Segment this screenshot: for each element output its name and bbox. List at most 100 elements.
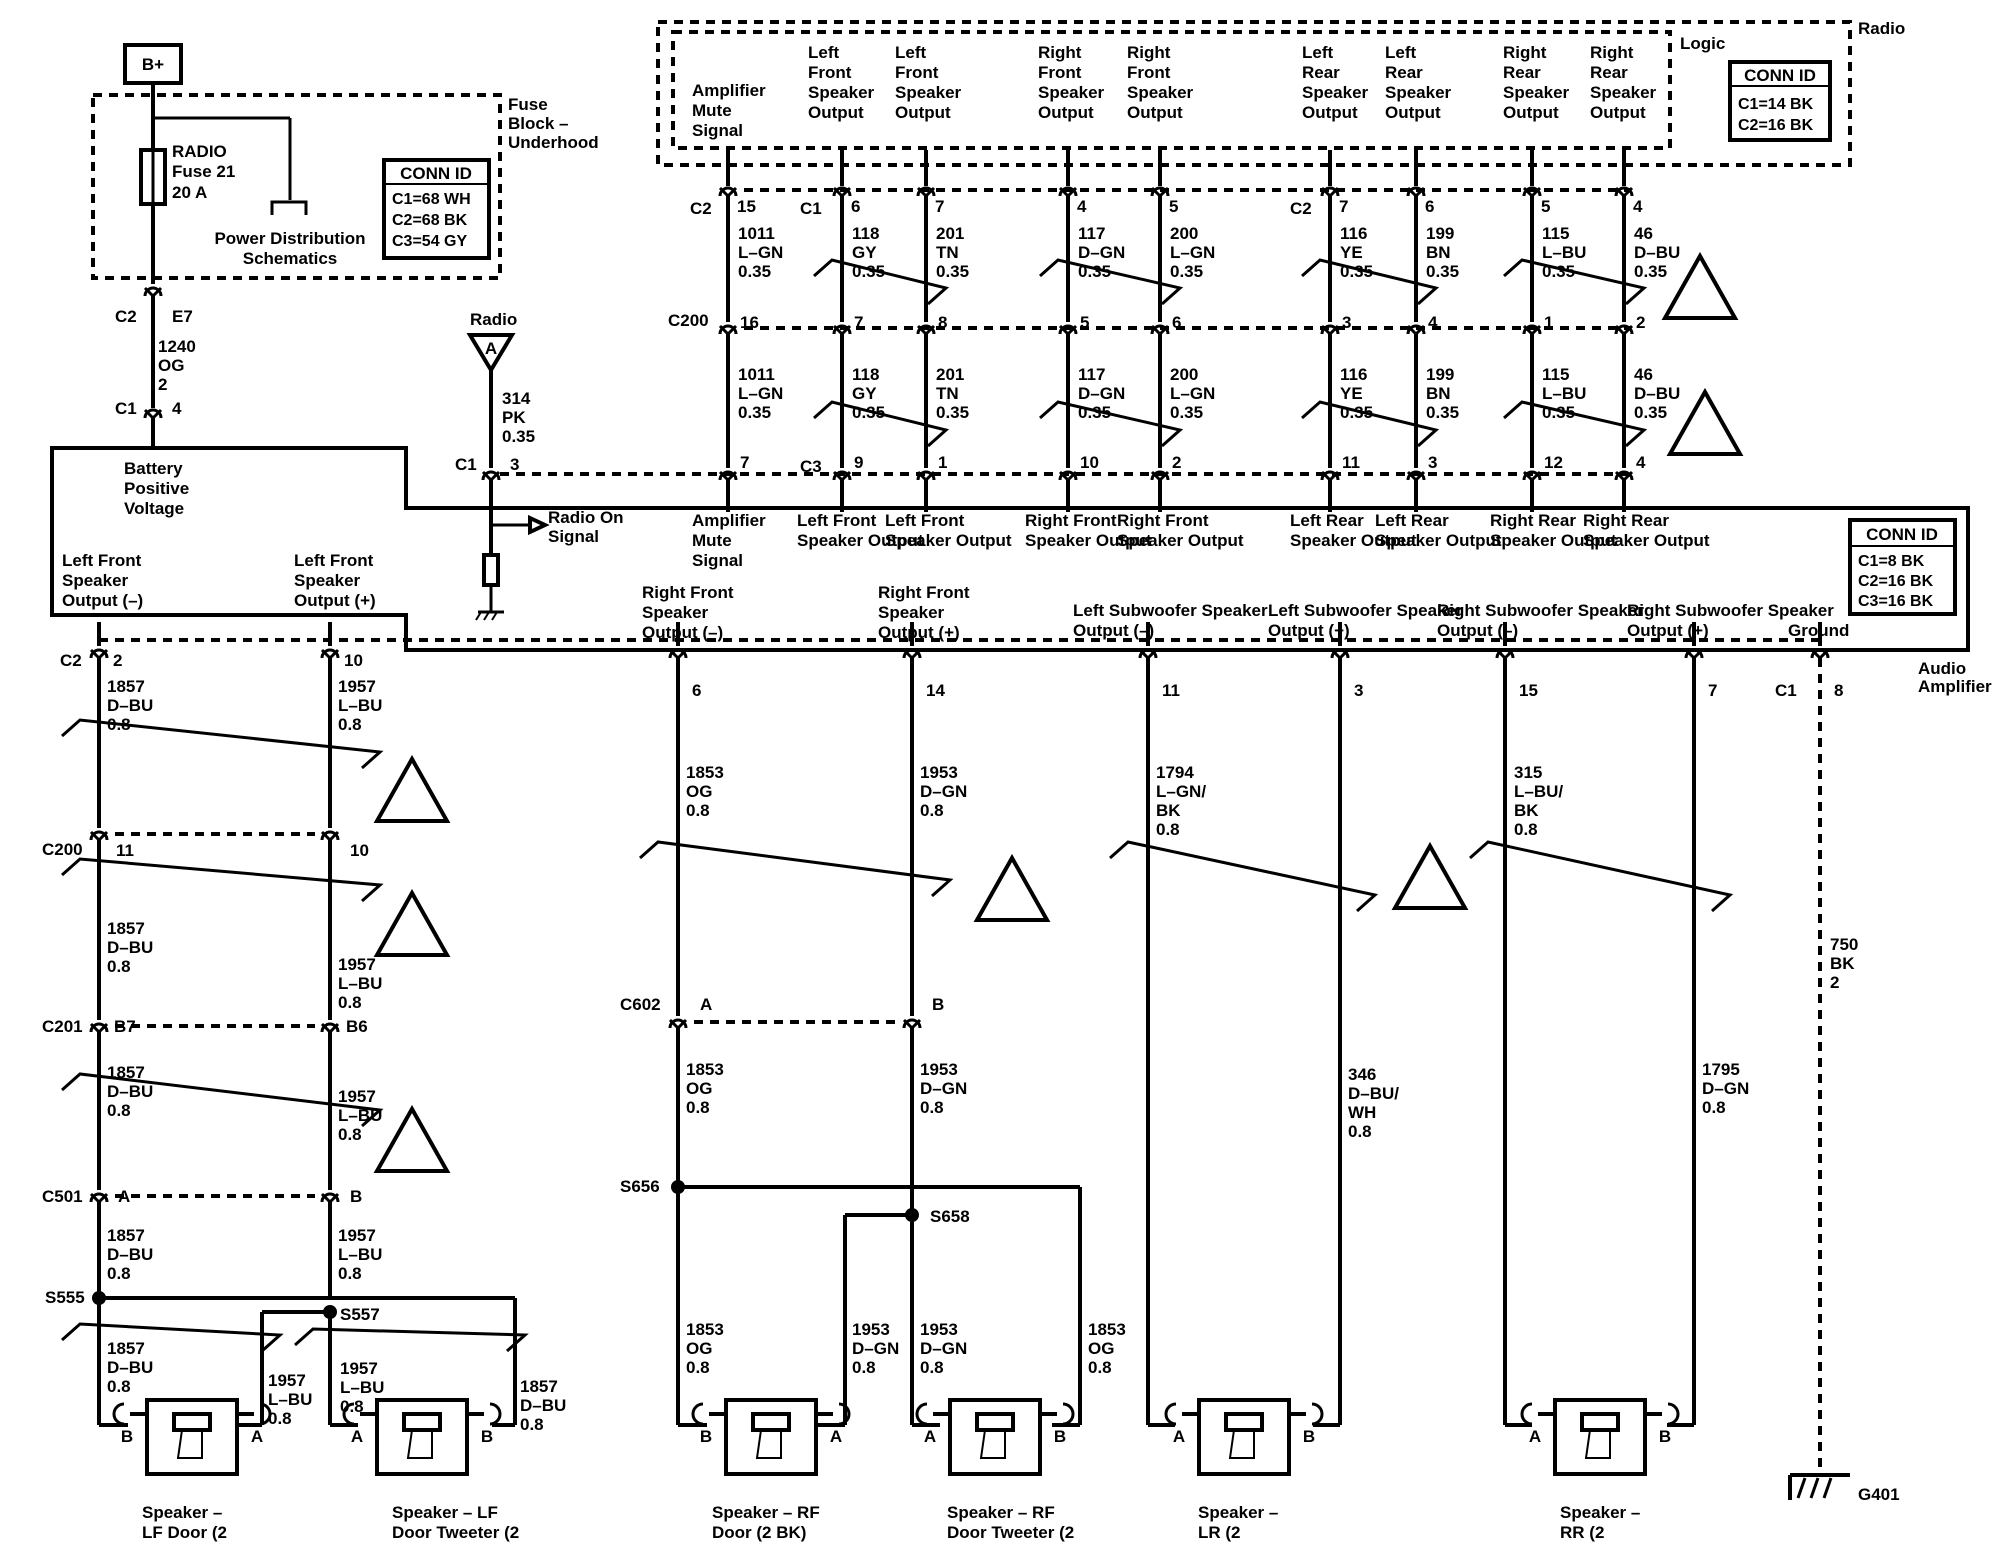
ground-label: G401 xyxy=(1858,1485,1900,1504)
pin-label: 2 xyxy=(1636,313,1645,332)
wire-color: OG xyxy=(686,1339,712,1358)
connector-arc xyxy=(902,1018,922,1029)
caution-icon xyxy=(373,888,451,957)
wire xyxy=(1796,1477,1807,1499)
label-line: Right Front xyxy=(642,583,734,602)
speaker-connector xyxy=(1062,1402,1075,1426)
pin-label: 4 xyxy=(1633,197,1643,216)
speaker-cone xyxy=(755,1429,782,1459)
label-line: BK xyxy=(1156,801,1181,820)
radio-reference-triangle xyxy=(466,333,516,374)
connector-arc xyxy=(718,186,738,197)
connector-arc xyxy=(320,830,340,841)
twisted-pair-mark xyxy=(61,1072,384,1128)
wire-gauge: 0.8 xyxy=(1088,1358,1112,1377)
pin-label: 7 xyxy=(1339,197,1348,216)
speaker-cone xyxy=(1228,1429,1255,1459)
connector-arc xyxy=(902,648,922,659)
wire-circuit: 1011 xyxy=(738,365,775,384)
connector-arc xyxy=(1330,648,1350,659)
speaker-connector xyxy=(838,1402,851,1426)
pin-label: 9 xyxy=(854,453,863,472)
pin-label: 15 xyxy=(737,197,756,216)
connector-arc xyxy=(320,648,340,659)
label-line: Door (2 BK) xyxy=(712,1523,806,1542)
wire-color: BN xyxy=(1426,384,1451,403)
wire-circuit: 117 xyxy=(1078,365,1105,384)
label-line: Left Subwoofer Speaker xyxy=(1268,601,1463,620)
radio-reference-tag: A xyxy=(485,339,497,358)
connector-label: C200 xyxy=(668,311,709,330)
label-line: LR (2 xyxy=(1198,1523,1241,1542)
label-line: Speaker xyxy=(1590,83,1657,102)
speaker-pin: B xyxy=(481,1427,493,1446)
pin-label: 3 xyxy=(1354,681,1363,700)
pin-label: 1 xyxy=(938,453,947,472)
wire-circuit: 115 xyxy=(1542,365,1569,384)
wire-circuit: 118 xyxy=(852,365,879,384)
connector-label: C1 xyxy=(1775,681,1797,700)
radio-conn-id-box xyxy=(1728,60,1832,142)
label-line: Rear xyxy=(1385,63,1423,82)
pin-label: 8 xyxy=(938,313,947,332)
wire-circuit: 118 xyxy=(852,224,879,243)
fuse-block-outline xyxy=(91,93,502,280)
wire-gauge: 0.8 xyxy=(520,1415,544,1434)
label-line: Right Subwoofer Speaker xyxy=(1627,601,1834,620)
label-line: Output (–) xyxy=(1073,621,1154,640)
pin-label: 12 xyxy=(1544,453,1563,472)
wire xyxy=(1822,1477,1833,1499)
wire-color: OG xyxy=(686,782,712,801)
wire-color: BN xyxy=(1426,243,1451,262)
splice-label: S656 xyxy=(620,1177,660,1196)
conn-id-row: C3=16 BK xyxy=(1858,593,1934,610)
pin-label: 6 xyxy=(1172,313,1181,332)
speaker-magnet xyxy=(1224,1412,1264,1432)
wire-color: D–GN xyxy=(1078,384,1125,403)
speaker-icon xyxy=(948,1398,1042,1476)
twisted-pair-mark xyxy=(813,400,950,448)
label-line: Left xyxy=(1302,43,1334,62)
conn-id-row: C1=14 BK xyxy=(1738,96,1814,113)
connector-arc xyxy=(1138,648,1158,659)
wire-circuit: 1795 xyxy=(1702,1060,1740,1079)
wire-gauge: 0.8 xyxy=(1514,820,1538,839)
speaker-icon xyxy=(1197,1398,1291,1476)
schematic-structure xyxy=(50,20,1970,1500)
pin-label: 2 xyxy=(113,651,122,670)
wire-color: L–GN xyxy=(738,243,783,262)
fuse-rating: 20 A xyxy=(172,183,207,202)
wire-circuit: 1857 xyxy=(520,1377,558,1396)
connector-arc xyxy=(718,324,738,335)
wire-color: L–BU xyxy=(1542,243,1586,262)
label-line: Speaker xyxy=(294,571,361,590)
conn-id-row: C1=68 WH xyxy=(392,191,471,208)
speaker-pin: B xyxy=(121,1427,133,1446)
speaker-cone xyxy=(176,1429,203,1459)
label-line: Speaker Output xyxy=(1375,531,1502,550)
conn-id-header: CONN ID xyxy=(400,164,472,183)
wire-gauge: 0.8 xyxy=(1156,820,1180,839)
wire-circuit: 199 xyxy=(1426,224,1454,243)
speaker-connector xyxy=(112,1402,125,1426)
wire-color: BK xyxy=(1830,954,1855,973)
wire-color: YE xyxy=(1340,243,1363,262)
connector-arc xyxy=(1320,470,1340,481)
speaker-name-label: Speaker –RR (2 xyxy=(1560,1503,1640,1542)
wire-color: L–GN xyxy=(1170,243,1215,262)
label-line: Schematics xyxy=(243,249,338,268)
label-line: Block – xyxy=(508,114,568,133)
label-line: Left xyxy=(895,43,927,62)
speaker-pin: B xyxy=(1659,1427,1671,1446)
label-line: Output xyxy=(1127,103,1183,122)
caution-icon xyxy=(373,754,451,823)
label-line: Right Rear xyxy=(1583,511,1669,530)
caution-icon-mark xyxy=(1691,280,1709,304)
speaker-magnet xyxy=(751,1412,791,1432)
label-line: Right Front xyxy=(1117,511,1209,530)
speaker-icon xyxy=(375,1398,469,1476)
label-line: Output xyxy=(1302,103,1358,122)
